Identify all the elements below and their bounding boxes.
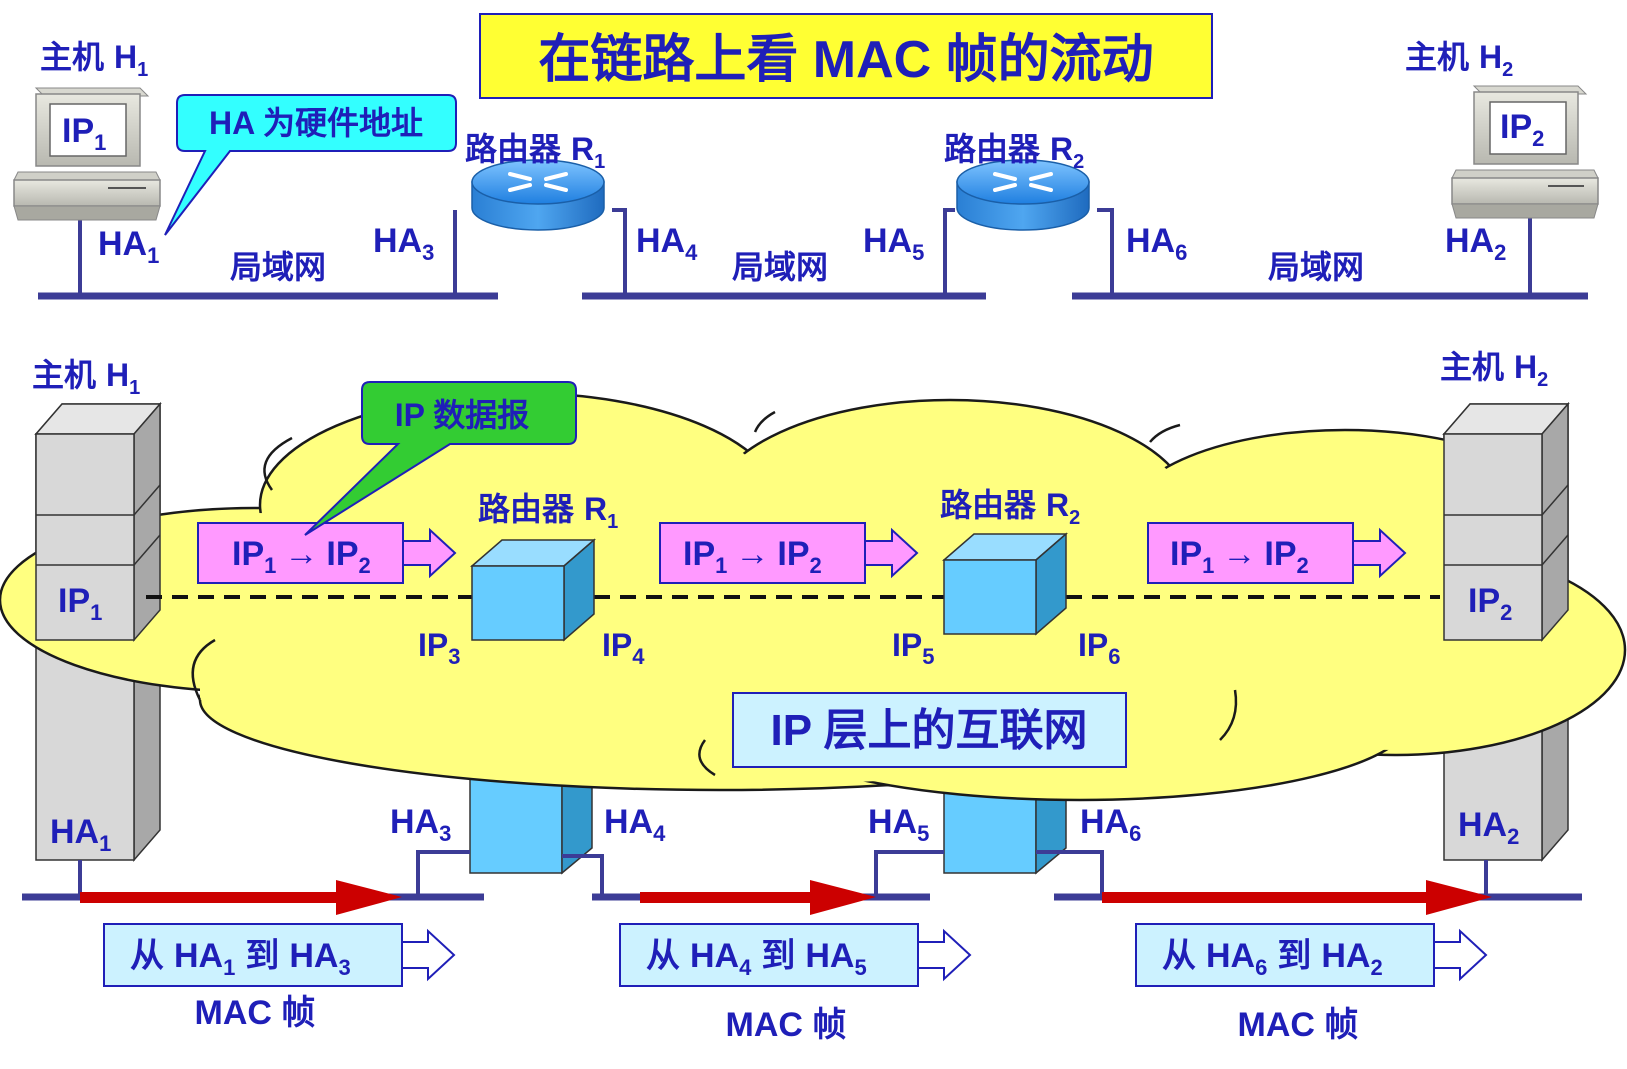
cloud-label: IP 层上的互联网 xyxy=(770,706,1087,755)
red-arrow-icon xyxy=(1102,880,1492,915)
cloud-label-box: IP 层上的互联网 xyxy=(732,692,1127,768)
lan-label-3: 局域网 xyxy=(1268,249,1364,285)
bottom-router1-ha-left: HA3 xyxy=(390,803,451,846)
callout-ip-datagram-text: IP 数据报 xyxy=(395,397,530,433)
bottom-router2-ha-left: HA5 xyxy=(868,803,929,846)
mac-frame-arrows xyxy=(80,880,1492,915)
router1-ha-left: HA3 xyxy=(373,222,434,265)
lan-label-2: 局域网 xyxy=(732,249,828,285)
bottom-router2-ha-right: HA6 xyxy=(1080,803,1141,846)
router1-ha-right: HA4 xyxy=(636,222,698,265)
router2-box xyxy=(941,532,1069,636)
host2-front xyxy=(1442,401,1570,643)
pc-icon xyxy=(1451,85,1599,219)
router1-ip-left: IP3 xyxy=(418,627,460,669)
host2-ip-label: IP2 xyxy=(1500,108,1544,151)
callout-hardware-address: HA 为硬件地址 xyxy=(164,94,457,236)
router2-ip-left: IP5 xyxy=(892,627,934,669)
ip-datagram-2: IP1→IP2 xyxy=(659,522,919,584)
ip-datagram-3: IP1→IP2 xyxy=(1147,522,1407,584)
router2-ip-right: IP6 xyxy=(1078,627,1120,669)
title-box: 在链路上看 MAC 帧的流动 xyxy=(479,13,1213,99)
mac-frame-label-2: MAC 帧 xyxy=(726,1006,847,1044)
red-arrow-icon xyxy=(640,880,876,915)
red-arrow-icon xyxy=(80,880,402,915)
mac-frame-label-3: MAC 帧 xyxy=(1238,1006,1359,1044)
mac-frame-label-1: MAC 帧 xyxy=(195,994,316,1032)
ip-datagram-2-text: IP1→IP2 xyxy=(683,535,822,578)
pc-icon xyxy=(13,87,161,221)
router1-box xyxy=(469,538,597,642)
page-title: 在链路上看 MAC 帧的流动 xyxy=(538,31,1153,89)
bottom-host1-ip: IP1 xyxy=(58,582,102,625)
lan-label-1: 局域网 xyxy=(230,249,326,285)
router2-ha-right: HA6 xyxy=(1126,222,1187,265)
ip-datagram-3-text: IP1→IP2 xyxy=(1170,535,1309,578)
bottom-host2-ip: IP2 xyxy=(1468,582,1512,625)
ip-datagram-1: IP1→IP2 xyxy=(197,522,457,584)
host2-ha-label: HA2 xyxy=(1445,222,1506,265)
cloud-inner-lines xyxy=(191,410,1238,777)
bottom-host2-ha: HA2 xyxy=(1458,806,1519,849)
bottom-drop-lines xyxy=(78,850,1488,897)
ip-datagram-1-text: IP1→IP2 xyxy=(232,535,371,578)
router-icon xyxy=(956,159,1090,231)
router-icon xyxy=(471,159,605,231)
host1-ha-label: HA1 xyxy=(98,225,159,268)
router2-ha-left: HA5 xyxy=(863,222,924,265)
bottom-host1-ha: HA1 xyxy=(50,813,111,856)
callout-hardware-address-text: HA 为硬件地址 xyxy=(209,105,423,141)
host1-front xyxy=(34,401,162,643)
host1-ip-label: IP1 xyxy=(62,112,106,155)
bottom-router1-ha-right: HA4 xyxy=(604,803,666,846)
callout-ip-datagram: IP 数据报 xyxy=(304,381,577,536)
top-drop-lines xyxy=(78,208,1532,296)
router1-ip-right: IP4 xyxy=(602,627,645,669)
